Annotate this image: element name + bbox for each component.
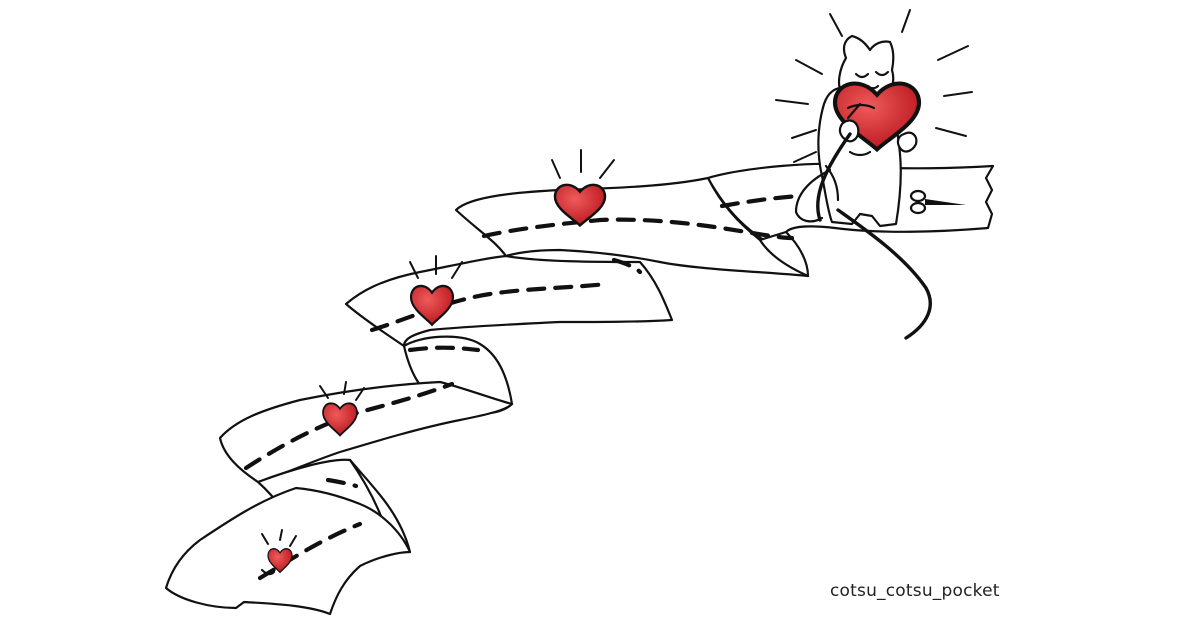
stitch-line [243,193,803,581]
credit-text: cotsu_cotsu_pocket [830,581,1000,601]
heart-icon [409,255,463,326]
ribbon [164,162,995,616]
heart-icon [260,529,297,576]
cat-illustration [775,9,973,340]
heart-icon [551,149,615,227]
heart-icon [319,381,365,437]
scissors-icon [909,189,966,215]
